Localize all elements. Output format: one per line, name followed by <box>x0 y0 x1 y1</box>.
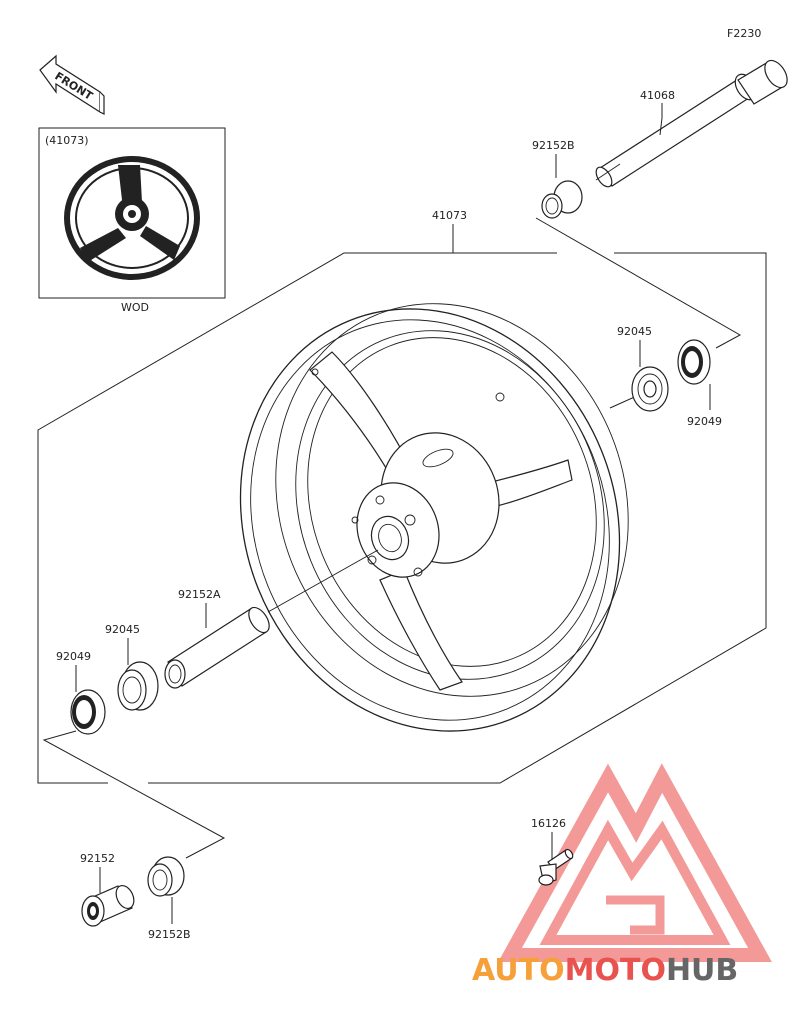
axle-part <box>595 59 788 188</box>
watermark-part-moto: MOTO <box>565 953 666 988</box>
label-collar-top: 92152B <box>532 139 575 152</box>
label-spacer: 92152A <box>178 588 221 601</box>
collar-left-part <box>81 885 135 927</box>
collar-bottom-part <box>147 856 185 897</box>
figure-code: F2230 <box>727 27 761 40</box>
bearing-right-part <box>631 366 669 412</box>
label-bearing-right: 92045 <box>617 325 652 338</box>
seal-right-part <box>677 339 711 385</box>
collar-top-part <box>541 180 583 219</box>
inset-box: (41073) WOD <box>38 127 226 314</box>
watermark-part-auto: AUTO <box>472 953 565 988</box>
seal-left-part <box>70 689 106 735</box>
label-valve: 16126 <box>531 817 566 830</box>
label-seal-left: 92049 <box>56 650 91 663</box>
bearing-left-part <box>117 661 159 711</box>
label-wheel: 41073 <box>432 209 467 222</box>
label-collar-left: 92152 <box>80 852 115 865</box>
inset-part-number: (41073) <box>45 134 89 147</box>
label-axle: 41068 <box>640 89 675 102</box>
front-arrow-icon: FRONT <box>39 54 105 115</box>
watermark-logo <box>498 763 772 962</box>
watermark-part-hub: HUB <box>666 953 738 988</box>
label-bearing-left: 92045 <box>105 623 140 636</box>
wheel-part <box>239 303 629 732</box>
valve-part <box>538 848 574 886</box>
inset-wheel-icon <box>64 156 200 280</box>
label-seal-right: 92049 <box>687 415 722 428</box>
label-collar-bottom: 92152B <box>148 928 191 941</box>
inset-caption: WOD <box>121 301 149 314</box>
watermark-text: AUTOMOTOHUB <box>472 953 738 988</box>
spacer-part <box>164 606 270 689</box>
